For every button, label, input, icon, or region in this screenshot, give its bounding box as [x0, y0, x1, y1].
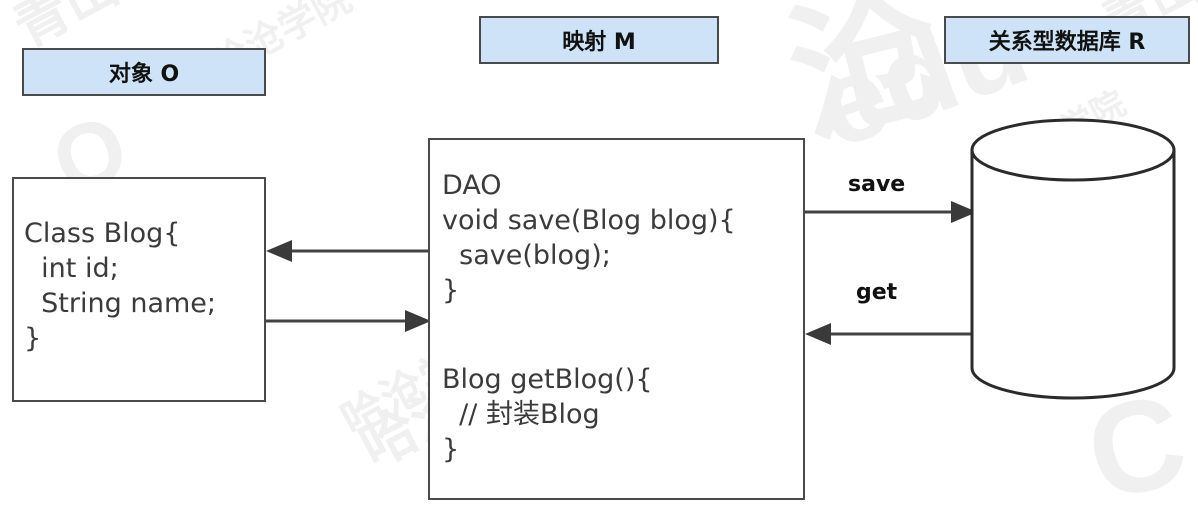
arrow-label-get: get	[856, 280, 898, 305]
watermark-text: 沧	[772, 0, 960, 168]
dao-code-text-top: DAO void save(Blog blog){ save(blog); }	[442, 170, 736, 307]
title-label-database-r: 关系型数据库 R	[988, 30, 1146, 55]
database-cylinder[interactable]	[968, 118, 1178, 400]
title-box-object-o[interactable]: 对象 O	[22, 48, 266, 96]
arrow-database-to-dao	[805, 323, 977, 345]
dao-code-text-bottom: Blog getBlog(){ // 封装Blog }	[442, 364, 653, 466]
arrow-dao-to-database	[805, 201, 977, 223]
arrow-dao-to-object	[266, 240, 429, 262]
object-code-box[interactable]	[12, 177, 266, 402]
title-box-mapping-m[interactable]: 映射 M	[479, 16, 719, 64]
title-label-object-o: 对象 O	[108, 62, 180, 87]
dao-code-box[interactable]	[428, 138, 805, 500]
arrow-label-save: save	[848, 172, 906, 197]
arrow-object-to-dao	[266, 310, 431, 332]
title-label-mapping-m: 映射 M	[562, 30, 636, 55]
object-code-text: Class Blog{ int id; String name; }	[24, 218, 216, 355]
title-box-database-r[interactable]: 关系型数据库 R	[944, 16, 1190, 64]
